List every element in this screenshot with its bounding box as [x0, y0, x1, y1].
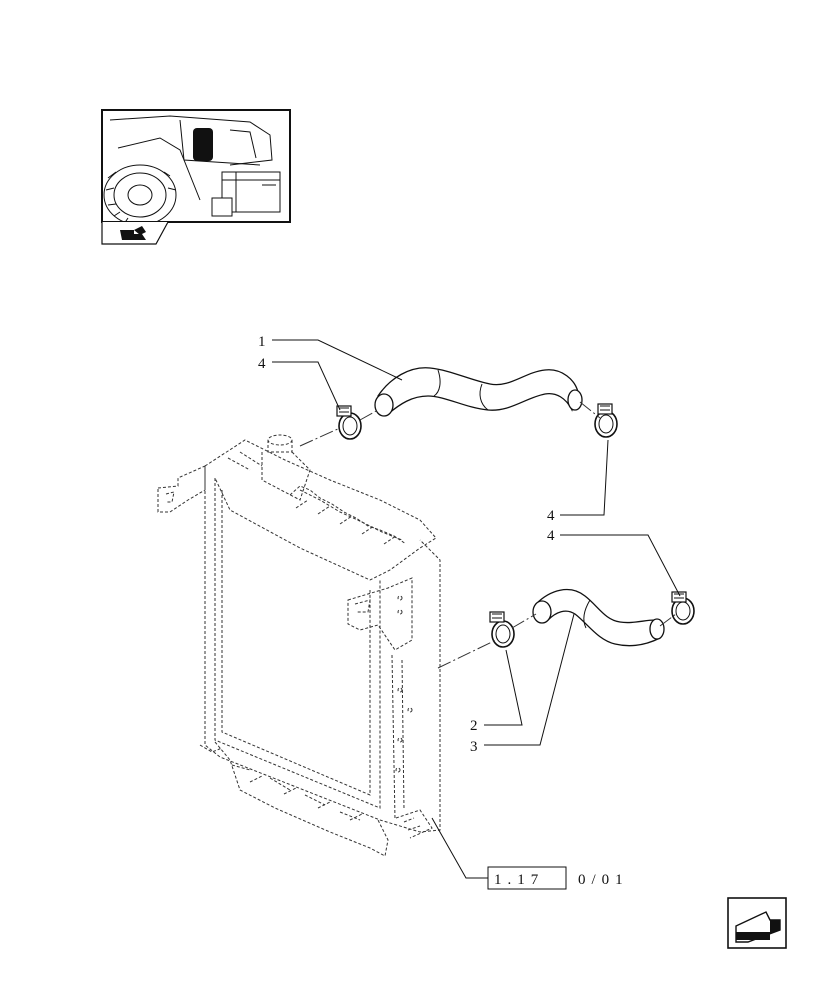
- hose-clamp-upper-left: [336, 405, 362, 440]
- callout-3: 3: [470, 739, 478, 755]
- next-page-arrow-icon[interactable]: [727, 897, 787, 949]
- lower-hose: [532, 588, 665, 647]
- radiator: [157, 434, 441, 857]
- callout-4: 4: [258, 356, 266, 372]
- reference-box: [487, 866, 567, 890]
- reference-page-number: 1.17: [494, 872, 544, 888]
- callout-4: 4: [547, 528, 555, 544]
- centre-lines: [299, 401, 677, 669]
- hose-clamp-upper-right: [594, 403, 618, 438]
- hose-clamp-lower-right: [671, 591, 695, 625]
- callout-2: 2: [470, 718, 478, 734]
- callout-1: 1: [258, 334, 266, 350]
- callout-4: 4: [547, 508, 555, 524]
- hose-clamp-lower-left: [489, 611, 515, 648]
- cross-reference[interactable]: 1.17 0/01: [487, 866, 629, 890]
- reference-page-suffix: 0/01: [578, 872, 629, 888]
- tractor-locator-icon: [101, 109, 291, 226]
- locator-tab: [101, 221, 169, 245]
- upper-hose: [374, 367, 583, 417]
- leader-lines: [272, 339, 681, 879]
